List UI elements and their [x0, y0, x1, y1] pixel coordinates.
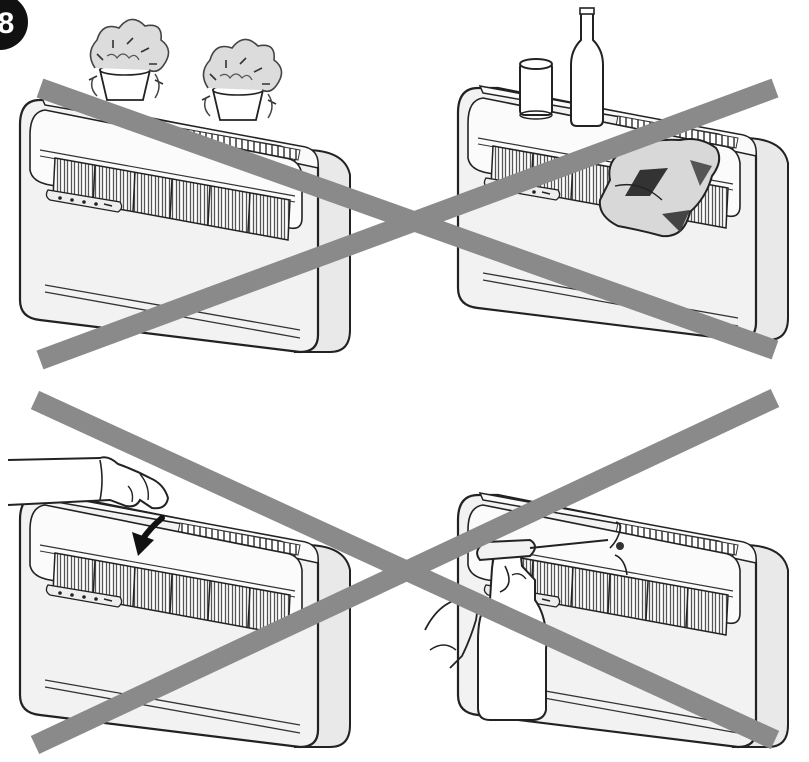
panel-hand-forcing-flap: [7, 456, 352, 749]
drink-can-icon: [519, 58, 553, 120]
bottle-icon: [570, 7, 604, 127]
spray-bottle-icon: [476, 538, 609, 721]
arrow-down-icon: [132, 515, 165, 556]
spray-mist-icon: [609, 521, 628, 576]
prohibited-cross: [36, 78, 779, 370]
hand-icon: [7, 456, 170, 510]
prohibited-cross: [30, 388, 780, 755]
potted-plant-icon: [88, 18, 170, 101]
potted-plant-icon: [201, 38, 283, 121]
step-number: 8: [0, 7, 14, 40]
step-number-badge: 8: [0, 0, 28, 50]
